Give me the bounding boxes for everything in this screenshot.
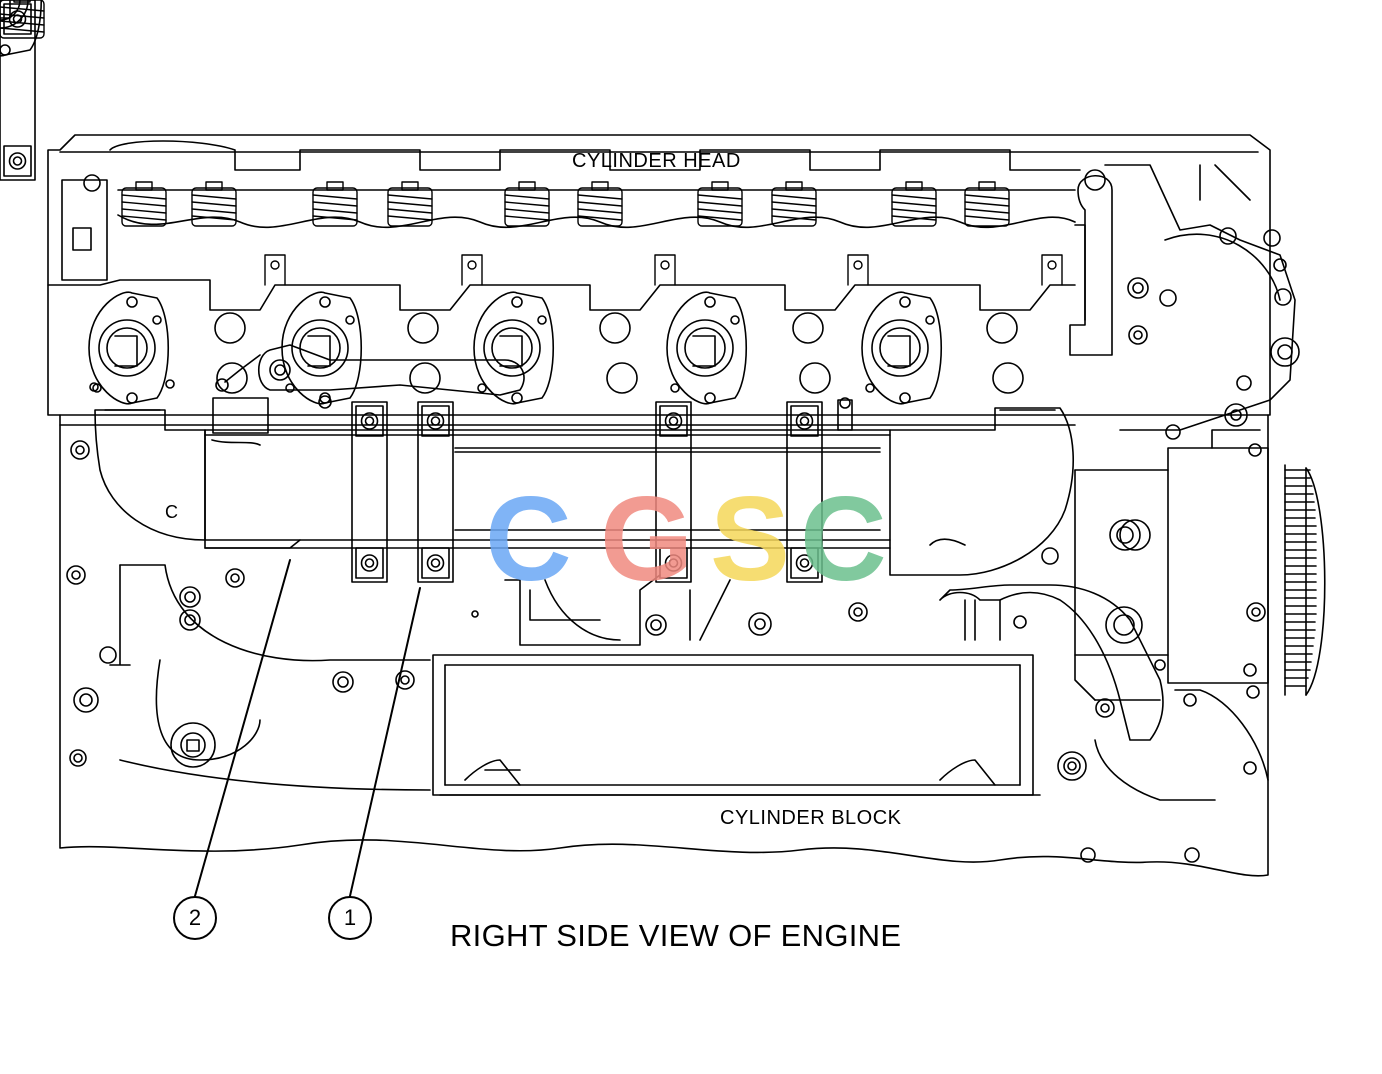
callout-1: 1: [328, 896, 372, 940]
svg-text:C: C: [800, 472, 887, 606]
callout-leaders: [194, 559, 421, 897]
cylinder-head: [0, 0, 1271, 416]
cylinder-head-label: CYLINDER HEAD: [572, 150, 741, 172]
head-holes: [89, 312, 1024, 394]
svg-text:G: G: [600, 472, 693, 606]
exhaust-pipe: C: [0, 0, 1269, 801]
cylinder-block: [59, 414, 1269, 877]
svg-text:S: S: [710, 472, 790, 606]
svg-text:C: C: [485, 472, 572, 606]
callout-2: 2: [173, 896, 217, 940]
diagram-title: RIGHT SIDE VIEW OF ENGINE: [450, 918, 902, 953]
valve-springs: [0, 0, 1010, 227]
oil-cooler: [432, 654, 1034, 796]
cylinder-block-label: CYLINDER BLOCK: [720, 807, 902, 829]
gear: [1284, 464, 1326, 696]
watermark: C G S C: [485, 472, 887, 606]
exhaust-ports: [0, 0, 943, 405]
pipe-clamps: [0, 0, 823, 583]
svg-text:C: C: [165, 502, 178, 522]
